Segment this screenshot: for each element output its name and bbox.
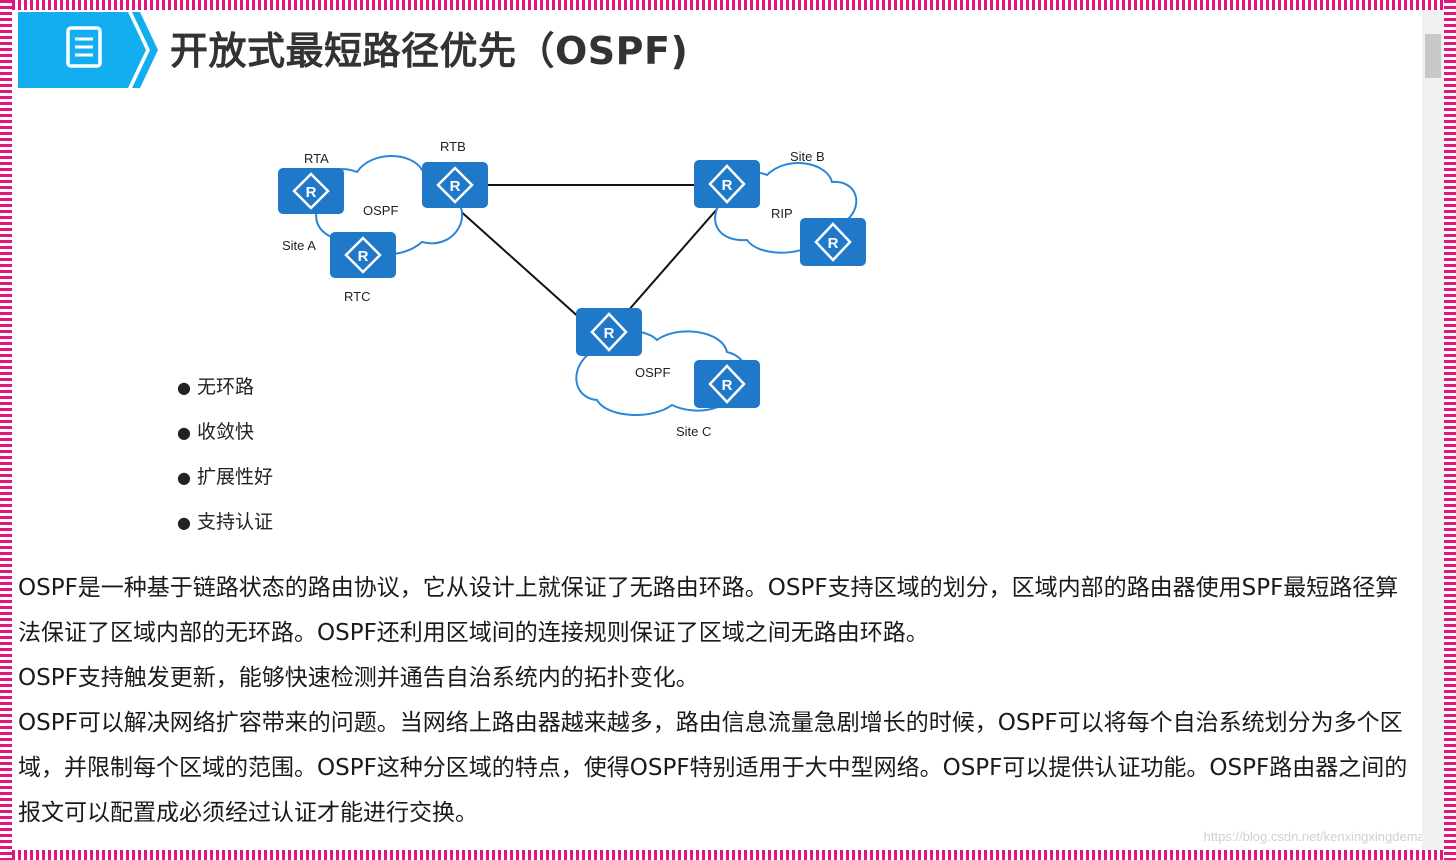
bullet-dot-icon: ●	[177, 513, 191, 532]
bullet-dot-icon: ●	[177, 378, 191, 397]
router-sitec-edge: R	[576, 308, 642, 356]
svg-text:R: R	[358, 248, 369, 265]
bullet-item: ● 支持认证	[177, 507, 273, 552]
bullet-dot-icon: ●	[177, 423, 191, 442]
watermark: https://blog.csdn.net/kenxingxingdemao	[1203, 829, 1422, 844]
network-topology-diagram: R R R R R R R	[278, 139, 866, 439]
frame-left-border	[0, 0, 12, 860]
title-badge	[18, 12, 158, 88]
feature-bullet-list: ● 无环路 ● 收敛快 ● 扩展性好 ● 支持认证	[177, 372, 273, 552]
svg-text:R: R	[828, 235, 839, 252]
label-ospf-site-c: OSPF	[635, 365, 670, 380]
vertical-scrollbar[interactable]	[1422, 10, 1444, 850]
router-rtb: R	[422, 162, 488, 208]
slide-content: 开放式最短路径优先（OSPF) R R R	[12, 10, 1422, 850]
router-sitec-internal: R	[694, 360, 760, 408]
label-rtc: RTC	[344, 289, 370, 304]
label-site-c: Site C	[676, 424, 711, 439]
svg-text:R: R	[604, 325, 615, 342]
label-rtb: RTB	[440, 139, 466, 154]
bullet-dot-icon: ●	[177, 468, 191, 487]
frame-top-border	[0, 0, 1456, 10]
router-rtc: R	[330, 232, 396, 278]
bullet-item: ● 收敛快	[177, 417, 273, 462]
router-siteb-edge: R	[694, 160, 760, 208]
router-siteb-internal: R	[800, 218, 866, 266]
frame-bottom-border	[0, 850, 1456, 860]
frame-right-border	[1444, 0, 1456, 860]
link-rtb-sitec	[456, 207, 583, 321]
bullet-item: ● 无环路	[177, 372, 273, 417]
document-icon	[66, 26, 102, 68]
paragraph-fast-convergence: OSPF支持触发更新，能够快速检测并通告自治系统内的拓扑变化。	[18, 665, 699, 691]
bullet-text: 无环路	[196, 376, 254, 398]
svg-text:R: R	[306, 184, 317, 201]
bullet-text: 扩展性好	[196, 466, 273, 488]
label-ospf-site-a: OSPF	[363, 203, 398, 218]
bullet-item: ● 扩展性好	[177, 462, 273, 507]
svg-text:R: R	[450, 178, 461, 195]
label-rta: RTA	[304, 151, 329, 166]
scrollbar-thumb[interactable]	[1425, 34, 1441, 78]
svg-text:R: R	[722, 177, 733, 194]
description-text: OSPF是一种基于链路状态的路由协议，它从设计上就保证了无路由环路。OSPF支持…	[18, 566, 1418, 836]
paragraph-scalability-auth: OSPF可以解决网络扩容带来的问题。当网络上路由器越来越多，路由信息流量急剧增长…	[18, 710, 1408, 826]
label-site-a: Site A	[282, 238, 316, 253]
link-siteb-sitec	[619, 207, 719, 321]
page-title: 开放式最短路径优先（OSPF)	[170, 29, 689, 73]
router-rta: R	[278, 168, 344, 214]
svg-text:R: R	[722, 377, 733, 394]
label-rip-site-b: RIP	[771, 206, 793, 221]
bullet-text: 支持认证	[196, 511, 273, 533]
bullet-text: 收敛快	[196, 421, 254, 443]
paragraph-loop-free: OSPF是一种基于链路状态的路由协议，它从设计上就保证了无路由环路。OSPF支持…	[18, 575, 1399, 646]
label-site-b: Site B	[790, 149, 825, 164]
